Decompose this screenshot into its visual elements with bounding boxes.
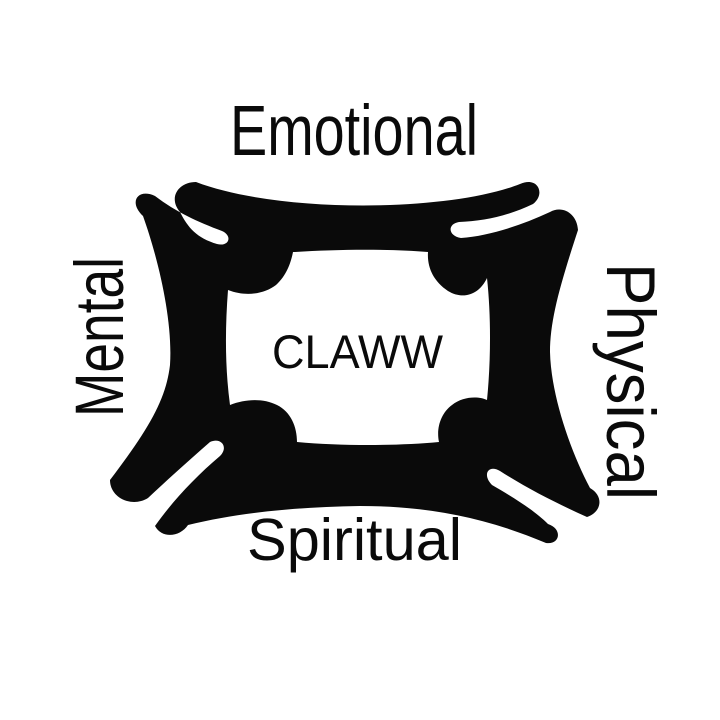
claw-emblem-shape <box>110 182 600 544</box>
center-wordmark: CLAWW <box>272 325 444 378</box>
label-mental: Mental <box>61 257 138 417</box>
label-spiritual: Spiritual <box>247 507 462 573</box>
label-physical: Physical <box>592 263 669 500</box>
label-emotional: Emotional <box>230 92 478 171</box>
